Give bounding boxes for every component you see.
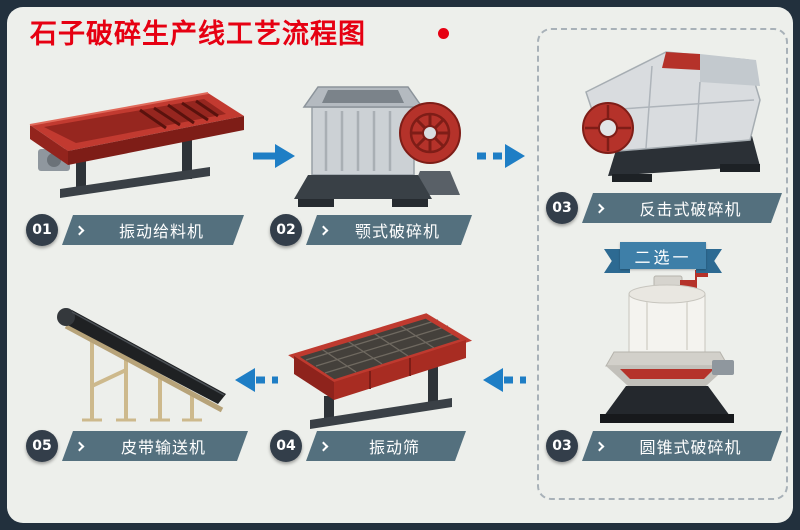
step-label-text: 皮带输送机 <box>120 438 206 457</box>
step-label-text: 颚式破碎机 <box>354 222 440 241</box>
ribbon-label: 二选一 <box>620 242 706 269</box>
chevron-right-icon <box>75 225 85 235</box>
screen-legs <box>310 366 452 429</box>
arrow-left-screen-to-belt-icon <box>235 368 278 392</box>
step-number-badge: 05 <box>26 430 58 462</box>
chevron-right-icon <box>319 225 329 235</box>
impact-crusher-illustration <box>582 51 761 182</box>
step-label-text: 振动给料机 <box>118 222 204 241</box>
chevron-right-icon <box>595 203 605 213</box>
belt-conveyor-illustration <box>57 308 226 422</box>
cone-base <box>600 386 734 423</box>
impact-base <box>608 136 760 182</box>
jaw-base <box>294 175 432 207</box>
vibrating-feeder-illustration <box>29 92 244 198</box>
choose-one-ribbon: 二选一 <box>604 242 722 278</box>
step-number-badge: 04 <box>270 430 302 462</box>
step-number-badge: 03 <box>546 192 578 224</box>
conveyor-belt <box>57 308 226 413</box>
cone-crusher-illustration <box>600 270 734 423</box>
step-number-badge: 02 <box>270 214 302 246</box>
impact-wheel <box>582 102 634 154</box>
step-number-badge: 03 <box>546 430 578 462</box>
conveyor-legs <box>82 338 202 422</box>
step-number-badge: 01 <box>26 214 58 246</box>
screen-deck <box>288 313 473 400</box>
arrow-left-crusher-to-screen-icon <box>483 368 526 392</box>
step-label-01-vibrating-feeder: 01 振动给料机 <box>26 214 244 246</box>
arrow-right-jaw-to-crusher-icon <box>477 144 525 168</box>
step-label-text: 反击式破碎机 <box>639 200 742 219</box>
step-banner: 振动筛 <box>306 431 466 461</box>
step-label-04-vibrating-screen: 04 振动筛 <box>270 430 466 462</box>
step-banner: 圆锥式破碎机 <box>582 431 782 461</box>
vibrating-screen-illustration <box>288 313 473 429</box>
feeder-legs <box>60 139 210 198</box>
step-label-02-jaw-crusher: 02 颚式破碎机 <box>270 214 472 246</box>
step-label-text: 圆锥式破碎机 <box>639 438 742 457</box>
chevron-right-icon <box>75 441 85 451</box>
cone-cylinder <box>628 284 706 353</box>
step-label-text: 振动筛 <box>368 438 420 457</box>
step-label-05-belt-conveyor: 05 皮带输送机 <box>26 430 248 462</box>
arrow-right-feeder-to-jaw-icon <box>253 144 295 168</box>
feeder-trough <box>29 92 244 165</box>
jaw-flywheel <box>399 102 461 164</box>
chevron-right-icon <box>319 441 329 451</box>
step-label-03-impact-crusher: 03 反击式破碎机 <box>546 192 782 224</box>
step-banner: 皮带输送机 <box>62 431 248 461</box>
chevron-right-icon <box>595 441 605 451</box>
step-label-03-cone-crusher: 03 圆锥式破碎机 <box>546 430 782 462</box>
jaw-crusher-illustration <box>294 86 461 207</box>
step-banner: 颚式破碎机 <box>306 215 472 245</box>
jaw-body <box>302 86 424 176</box>
cone-flange <box>605 351 734 386</box>
crusher-choice-group-box <box>537 28 788 500</box>
page-title: 石子破碎生产线工艺流程图 <box>30 19 366 50</box>
step-banner: 反击式破碎机 <box>582 193 782 223</box>
step-banner: 振动给料机 <box>62 215 244 245</box>
title-dot-icon <box>438 28 449 39</box>
